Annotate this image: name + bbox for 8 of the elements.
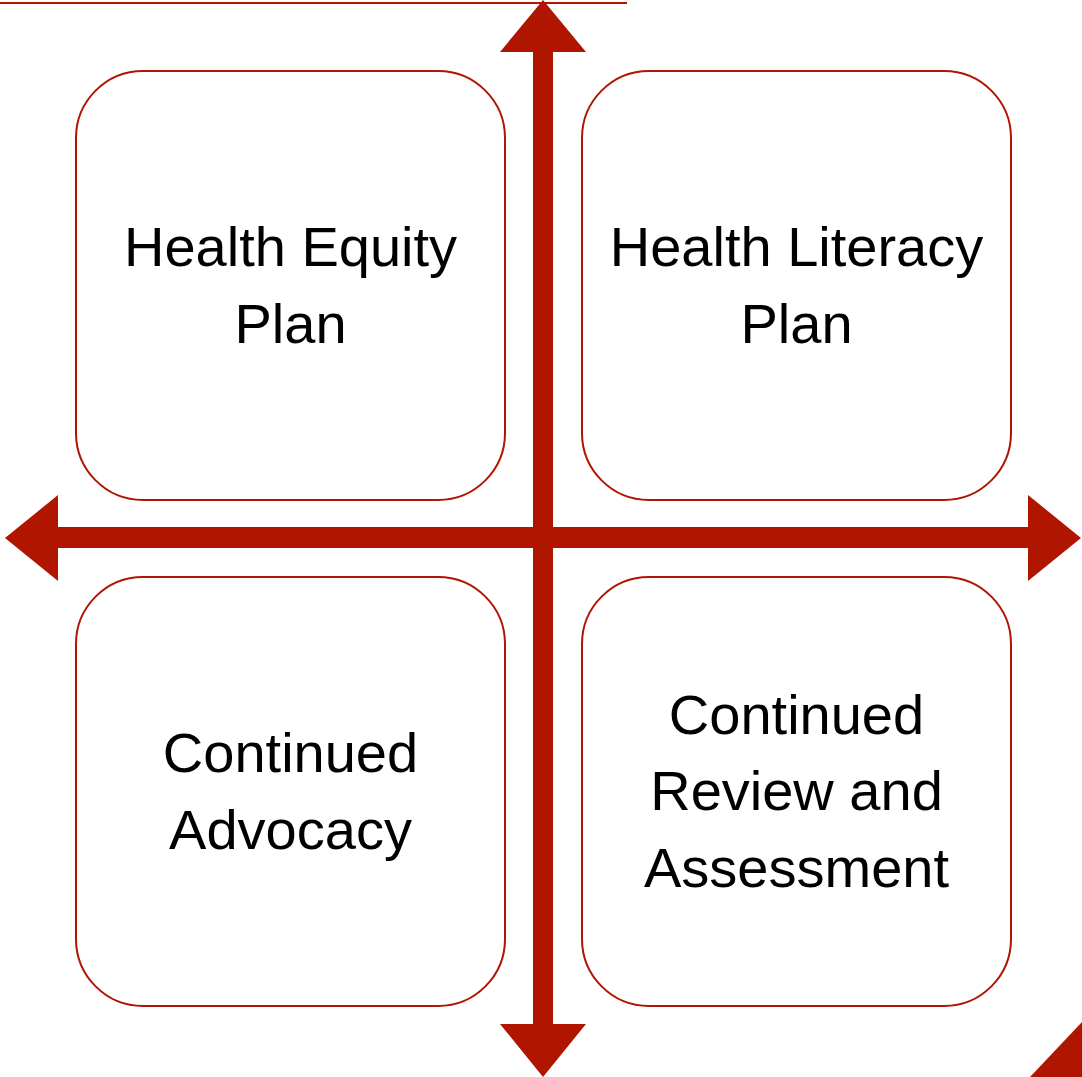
box-label: Health Literacy Plan bbox=[608, 214, 985, 357]
rounded-box bbox=[75, 576, 506, 1007]
box-label: Continued Advocacy bbox=[161, 720, 420, 863]
rounded-box bbox=[581, 70, 1012, 501]
rounded-box bbox=[581, 576, 1012, 1007]
box-label: Continued Review and Assessment bbox=[643, 682, 950, 901]
box-label: Health Equity Plan bbox=[122, 214, 459, 357]
rounded-box bbox=[75, 70, 506, 501]
